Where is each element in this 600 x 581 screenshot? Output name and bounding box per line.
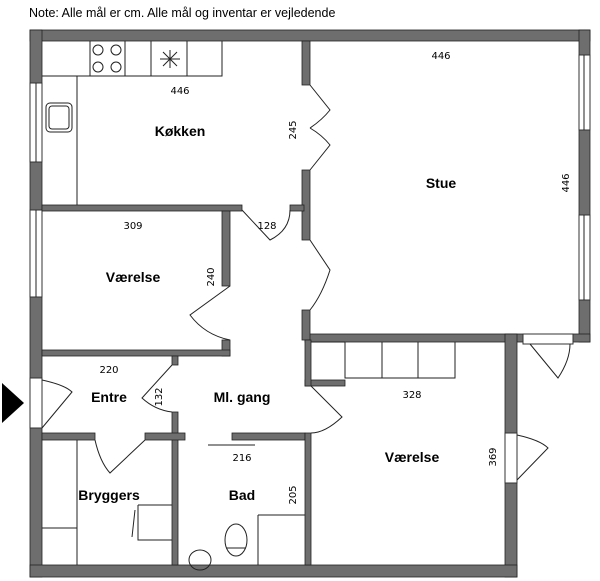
outer-walls [29, 29, 591, 578]
stove-icon [92, 44, 122, 73]
dim-hall-width: 128 [257, 221, 276, 232]
sink-icon [45, 102, 73, 133]
dim-kitchen-depth: 245 [288, 120, 299, 139]
fan-icon [160, 50, 180, 68]
wardrobes [311, 341, 456, 379]
washbasin-icon [188, 549, 212, 571]
room-label-bedroom2: Værelse [385, 449, 440, 465]
note-text: Note: Alle mål er cm. Alle mål og invent… [29, 6, 336, 20]
dim-bedroom2-width: 328 [402, 390, 421, 401]
dim-bedroom2-depth: 369 [488, 447, 499, 466]
dim-kitchen-width: 446 [170, 86, 189, 97]
room-label-hall: Ml. gang [214, 389, 271, 405]
dim-bath-width: 216 [232, 453, 251, 464]
dim-living-depth: 446 [561, 173, 572, 192]
room-label-bedroom1: Værelse [106, 269, 161, 285]
inner-walls [41, 40, 346, 566]
dim-bath-depth: 205 [288, 485, 299, 504]
dim-entry-depth: 132 [154, 387, 165, 406]
room-label-entry: Entre [91, 389, 127, 405]
dim-bedroom1-width: 309 [123, 221, 142, 232]
room-label-bath: Bad [229, 487, 255, 503]
dim-living-width: 446 [431, 51, 450, 62]
toilet-icon [224, 523, 248, 557]
dim-bedroom1-depth: 240 [206, 267, 217, 286]
windows [29, 54, 591, 484]
entrance-arrow-icon [2, 383, 24, 423]
room-label-utility: Bryggers [78, 487, 140, 503]
room-label-living: Stue [426, 175, 457, 191]
dim-entry-width: 220 [99, 365, 118, 376]
room-label-kitchen: Køkken [155, 123, 206, 139]
fixtures [42, 41, 456, 571]
doors [41, 84, 571, 481]
